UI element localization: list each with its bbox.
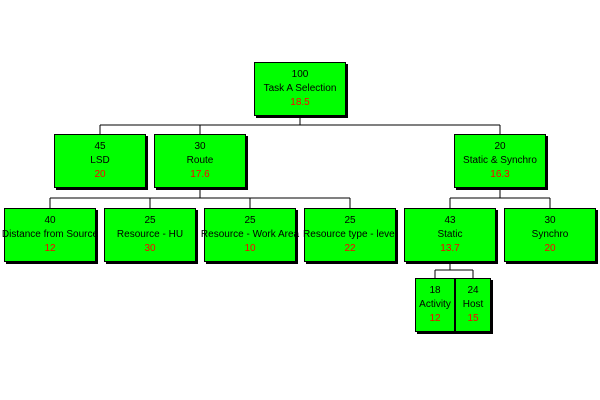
- node-score: 12: [429, 313, 441, 324]
- node-weight: 30: [544, 215, 556, 226]
- node-weight: 25: [344, 215, 356, 226]
- node-score: 17.6: [190, 169, 210, 180]
- node-label: Static & Synchro: [463, 155, 537, 166]
- node-label: Resource type - level: [303, 229, 397, 240]
- node-weight: 43: [444, 215, 456, 226]
- node-label: Task A Selection: [263, 83, 337, 94]
- node-score: 13.7: [440, 243, 460, 254]
- node-weight: 30: [194, 141, 206, 152]
- node-weight: 25: [144, 215, 156, 226]
- node-score: 10: [244, 243, 256, 254]
- node-score: 30: [144, 243, 156, 254]
- node-resource-work-area: 25 Resource - Work Area 10: [200, 208, 300, 262]
- node-label: Activity: [419, 299, 451, 310]
- node-task-a-selection: 100 Task A Selection 18.5: [254, 62, 346, 116]
- node-weight: 45: [94, 141, 106, 152]
- node-route: 30 Route 17.6: [154, 134, 246, 188]
- node-resource-type-level: 25 Resource type - level 22: [303, 208, 397, 262]
- node-score: 12: [44, 243, 56, 254]
- node-label: Resource - Work Area: [200, 229, 300, 240]
- node-resource-hu: 25 Resource - HU 30: [104, 208, 196, 262]
- node-score: 22: [344, 243, 356, 254]
- node-label: Synchro: [531, 229, 569, 240]
- node-label: LSD: [90, 155, 110, 166]
- node-weight: 24: [467, 285, 479, 296]
- node-static: 43 Static 13.7: [404, 208, 496, 262]
- node-score: 18.5: [290, 97, 310, 108]
- node-label: Distance from Source: [1, 229, 99, 240]
- node-score: 20: [544, 243, 556, 254]
- node-weight: 20: [494, 141, 506, 152]
- node-score: 20: [94, 169, 106, 180]
- node-activity: 18 Activity 12: [415, 278, 455, 332]
- node-label: Static: [437, 229, 463, 240]
- node-score: 15: [467, 313, 479, 324]
- node-score: 16.3: [490, 169, 510, 180]
- node-static-synchro: 20 Static & Synchro 16.3: [454, 134, 546, 188]
- node-host: 24 Host 15: [455, 278, 491, 332]
- node-distance-from-source: 40 Distance from Source 12: [1, 208, 99, 262]
- node-weight: 100: [291, 69, 309, 80]
- node-label: Host: [462, 299, 484, 310]
- node-label: Resource - HU: [116, 229, 184, 240]
- node-label: Route: [186, 155, 214, 166]
- node-weight: 18: [429, 285, 441, 296]
- node-weight: 25: [244, 215, 256, 226]
- node-lsd: 45 LSD 20: [54, 134, 146, 188]
- node-synchro: 30 Synchro 20: [504, 208, 596, 262]
- node-weight: 40: [44, 215, 56, 226]
